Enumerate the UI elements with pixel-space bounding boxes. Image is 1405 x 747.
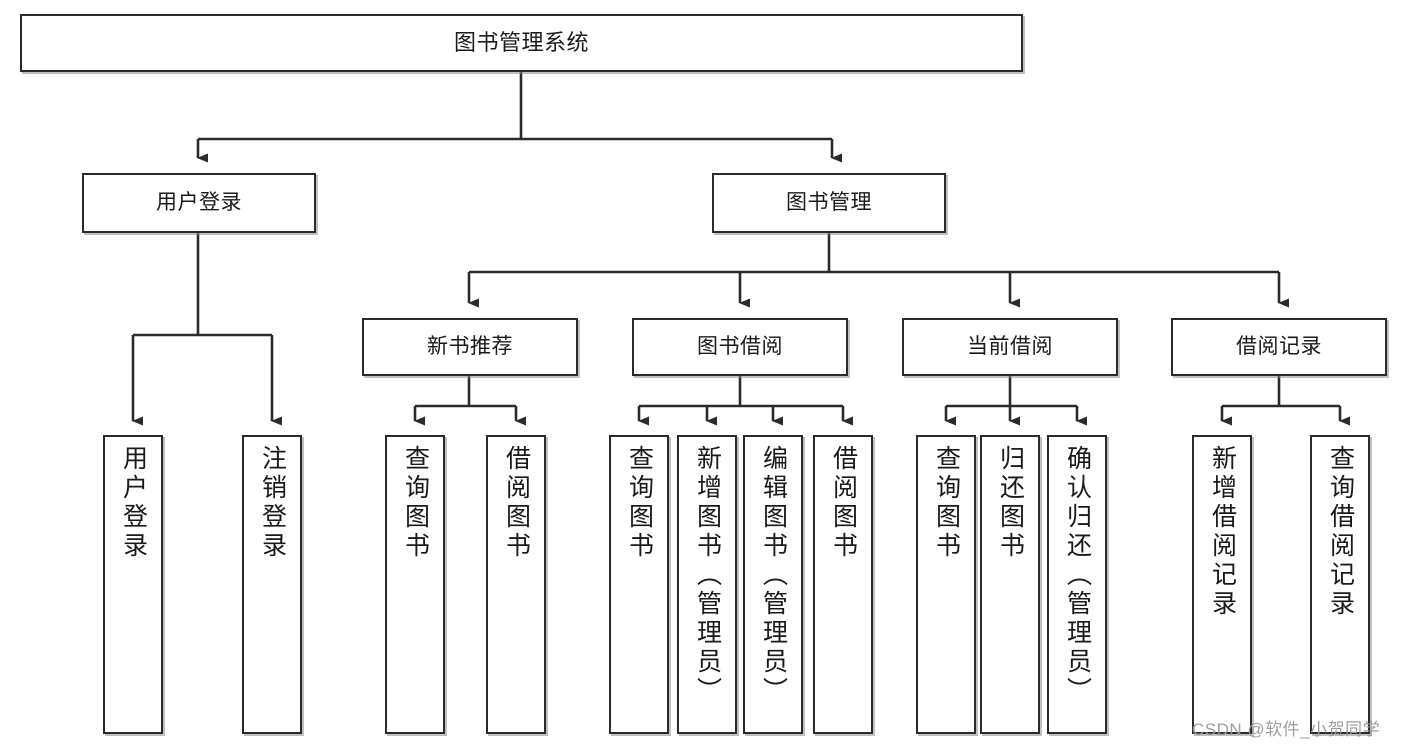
node-label: 查询图书	[625, 445, 654, 561]
node-label: 注销登录	[258, 445, 287, 561]
node-label: 查询借阅记录	[1326, 445, 1355, 619]
node-leaf-user-login[interactable]: 用户登录	[103, 435, 163, 734]
node-new-book-recommend[interactable]: 新书推荐	[362, 318, 578, 376]
node-label: 当前借阅	[967, 334, 1053, 358]
node-label: 新增借阅记录	[1208, 445, 1237, 619]
node-borrow-records[interactable]: 借阅记录	[1171, 318, 1387, 376]
node-leaf-newbook-query-book[interactable]: 查询图书	[385, 435, 445, 734]
node-leaf-records-query-record[interactable]: 查询借阅记录	[1310, 435, 1370, 734]
node-label: 归还图书	[996, 445, 1025, 561]
node-label: 借阅图书	[502, 445, 531, 561]
node-leaf-current-return-book[interactable]: 归还图书	[980, 435, 1040, 734]
node-label: 查询图书	[932, 445, 961, 561]
node-label: 用户登录	[156, 190, 242, 214]
node-leaf-borrow-add-book[interactable]: 新增图书（管理员）	[677, 435, 737, 734]
node-leaf-current-query-book[interactable]: 查询图书	[916, 435, 976, 734]
node-label: 图书借阅	[697, 334, 783, 358]
node-leaf-current-confirm-return[interactable]: 确认归还（管理员）	[1047, 435, 1107, 734]
node-leaf-records-add-record[interactable]: 新增借阅记录	[1192, 435, 1252, 734]
node-book-borrow[interactable]: 图书借阅	[632, 318, 848, 376]
node-label: 新增图书（管理员）	[693, 445, 722, 706]
node-label: 编辑图书（管理员）	[759, 445, 788, 706]
node-label: 用户登录	[119, 445, 148, 561]
node-label: 图书管理	[786, 190, 872, 214]
node-label: 新书推荐	[427, 334, 513, 358]
node-current-borrow[interactable]: 当前借阅	[902, 318, 1118, 376]
node-book-management[interactable]: 图书管理	[712, 173, 946, 233]
node-label: 借阅记录	[1236, 334, 1322, 358]
node-label: 图书管理系统	[453, 30, 589, 56]
node-leaf-borrow-borrow-book[interactable]: 借阅图书	[813, 435, 873, 734]
node-leaf-newbook-borrow-book[interactable]: 借阅图书	[486, 435, 546, 734]
node-root-system[interactable]: 图书管理系统	[20, 14, 1023, 72]
csdn-watermark: CSDN @软件_小贺同学	[1192, 720, 1381, 739]
node-leaf-logout[interactable]: 注销登录	[242, 435, 302, 734]
node-leaf-borrow-edit-book[interactable]: 编辑图书（管理员）	[743, 435, 803, 734]
node-label: 查询图书	[401, 445, 430, 561]
node-user-login[interactable]: 用户登录	[82, 173, 316, 233]
node-label: 确认归还（管理员）	[1063, 445, 1092, 706]
node-leaf-borrow-query-book[interactable]: 查询图书	[609, 435, 669, 734]
node-label: 借阅图书	[829, 445, 858, 561]
